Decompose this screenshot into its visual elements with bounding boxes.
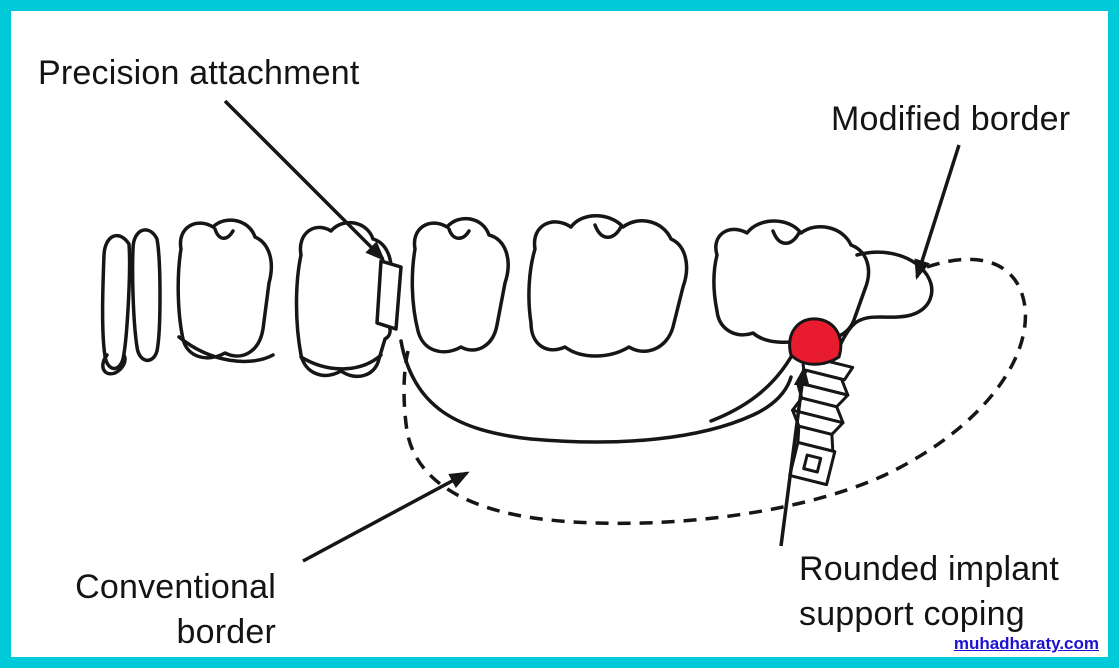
teeth-row	[176, 214, 871, 379]
cusp-groove	[447, 227, 471, 240]
leader-arrows	[223, 99, 961, 563]
denture-base-outline	[177, 250, 934, 444]
tooth-incisor-1	[100, 233, 132, 371]
implant-apex-hole	[802, 453, 823, 474]
cusp-groove	[213, 227, 235, 240]
gum-curl	[101, 353, 127, 376]
tooth-incisor-2	[130, 228, 162, 362]
modified-border-arrow	[914, 144, 961, 280]
tooth-4	[410, 216, 510, 354]
saddle-under-coping	[709, 355, 793, 423]
tooth-6	[712, 219, 871, 344]
conventional-border-arrow	[302, 471, 470, 563]
precision-attachment-arrow	[223, 99, 386, 262]
rounded-coping-arrow	[779, 366, 810, 547]
modified-border-flange	[833, 250, 934, 359]
implant-support-coping	[788, 317, 843, 366]
tooth-2	[176, 218, 274, 360]
natural-teeth	[100, 228, 162, 376]
cusp-groove	[771, 229, 801, 245]
label-conventional-border: Conventional border	[75, 568, 276, 652]
denture-base-curve	[399, 339, 793, 444]
implant-screw	[788, 353, 855, 487]
gum-line-left	[177, 335, 275, 364]
cusp-groove	[593, 223, 623, 239]
gum-line-mid	[299, 353, 383, 371]
dental-diagram	[100, 99, 1028, 563]
precision-attachment-slot	[375, 259, 403, 331]
label-precision-attachment: Precision attachment	[38, 54, 360, 92]
conventional-border-dashed	[402, 257, 1028, 526]
tooth-5	[527, 214, 689, 358]
label-rounded-implant-support-coping: Rounded implant support coping	[799, 550, 1060, 634]
label-modified-border: Modified border	[831, 100, 1071, 138]
watermark-muhadharaty: muhadharaty.com	[949, 633, 1103, 655]
